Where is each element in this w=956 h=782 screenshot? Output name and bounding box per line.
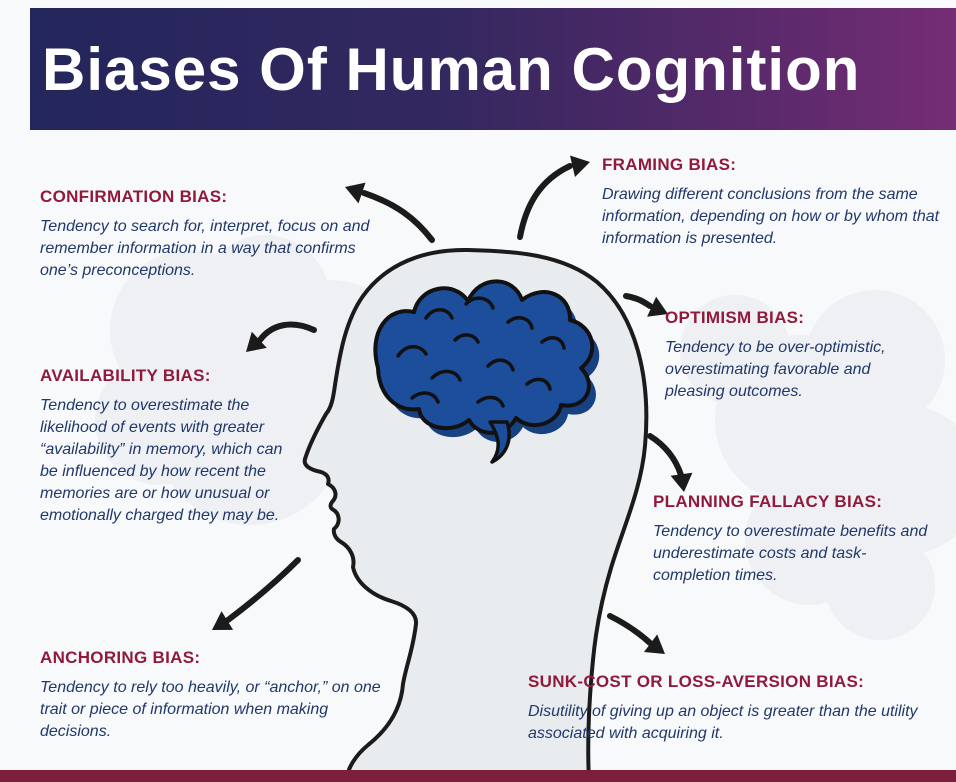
bias-optimism-description: Tendency to be over-optimistic, overesti… <box>665 339 886 401</box>
head-profile-illustration <box>302 247 649 782</box>
bias-framing-description: Drawing different conclusions from the s… <box>602 186 940 248</box>
bias-planning-fallacy-heading: PLANNING FALLACY BIAS: <box>653 492 883 511</box>
bias-sunk-cost-description: Disutility of giving up an object is gre… <box>528 703 918 743</box>
bias-sunk-cost: SUNK-COST OR LOSS-AVERSION BIAS: Disutil… <box>528 672 940 745</box>
brain-stem-icon <box>488 420 511 464</box>
bias-confirmation-heading: CONFIRMATION BIAS: <box>40 187 228 206</box>
arrow-to-confirmation-bias <box>345 182 435 243</box>
bias-confirmation-description: Tendency to search for, interpret, focus… <box>40 218 370 280</box>
arrow-to-sunk-cost-bias <box>607 613 665 654</box>
bias-anchoring: ANCHORING BIAS: Tendency to rely too hea… <box>40 648 392 743</box>
bias-availability: AVAILABILITY BIAS: Tendency to overestim… <box>40 366 298 527</box>
bias-optimism: OPTIMISM BIAS: Tendency to be over-optim… <box>665 308 933 403</box>
bias-framing: FRAMING BIAS: Drawing different conclusi… <box>602 155 940 250</box>
arrows <box>212 155 693 654</box>
bias-planning-fallacy: PLANNING FALLACY BIAS: Tendency to overe… <box>653 492 943 587</box>
bias-planning-fallacy-description: Tendency to overestimate benefits and un… <box>653 523 928 585</box>
arrow-to-anchoring-bias <box>212 557 301 630</box>
arrow-to-optimism-bias <box>623 293 668 317</box>
bias-framing-heading: FRAMING BIAS: <box>602 155 737 174</box>
bias-confirmation: CONFIRMATION BIAS: Tendency to search fo… <box>40 187 370 282</box>
bias-availability-description: Tendency to overestimate the likelihood … <box>40 397 283 525</box>
bias-optimism-heading: OPTIMISM BIAS: <box>665 308 805 327</box>
background-blobs <box>95 235 956 640</box>
arrow-to-availability-bias <box>246 321 317 352</box>
footer-bar <box>0 770 956 782</box>
header-banner: Biases Of Human Cognition <box>30 8 956 130</box>
brain-folds <box>396 296 566 408</box>
bias-anchoring-heading: ANCHORING BIAS: <box>40 648 201 667</box>
arrow-to-planning-fallacy-bias <box>647 433 693 492</box>
bias-anchoring-description: Tendency to rely too heavily, or “anchor… <box>40 679 381 741</box>
arrow-to-framing-bias <box>517 155 590 240</box>
bias-availability-heading: AVAILABILITY BIAS: <box>40 366 211 385</box>
page-title: Biases Of Human Cognition <box>42 35 861 103</box>
bias-sunk-cost-heading: SUNK-COST OR LOSS-AVERSION BIAS: <box>528 672 865 691</box>
